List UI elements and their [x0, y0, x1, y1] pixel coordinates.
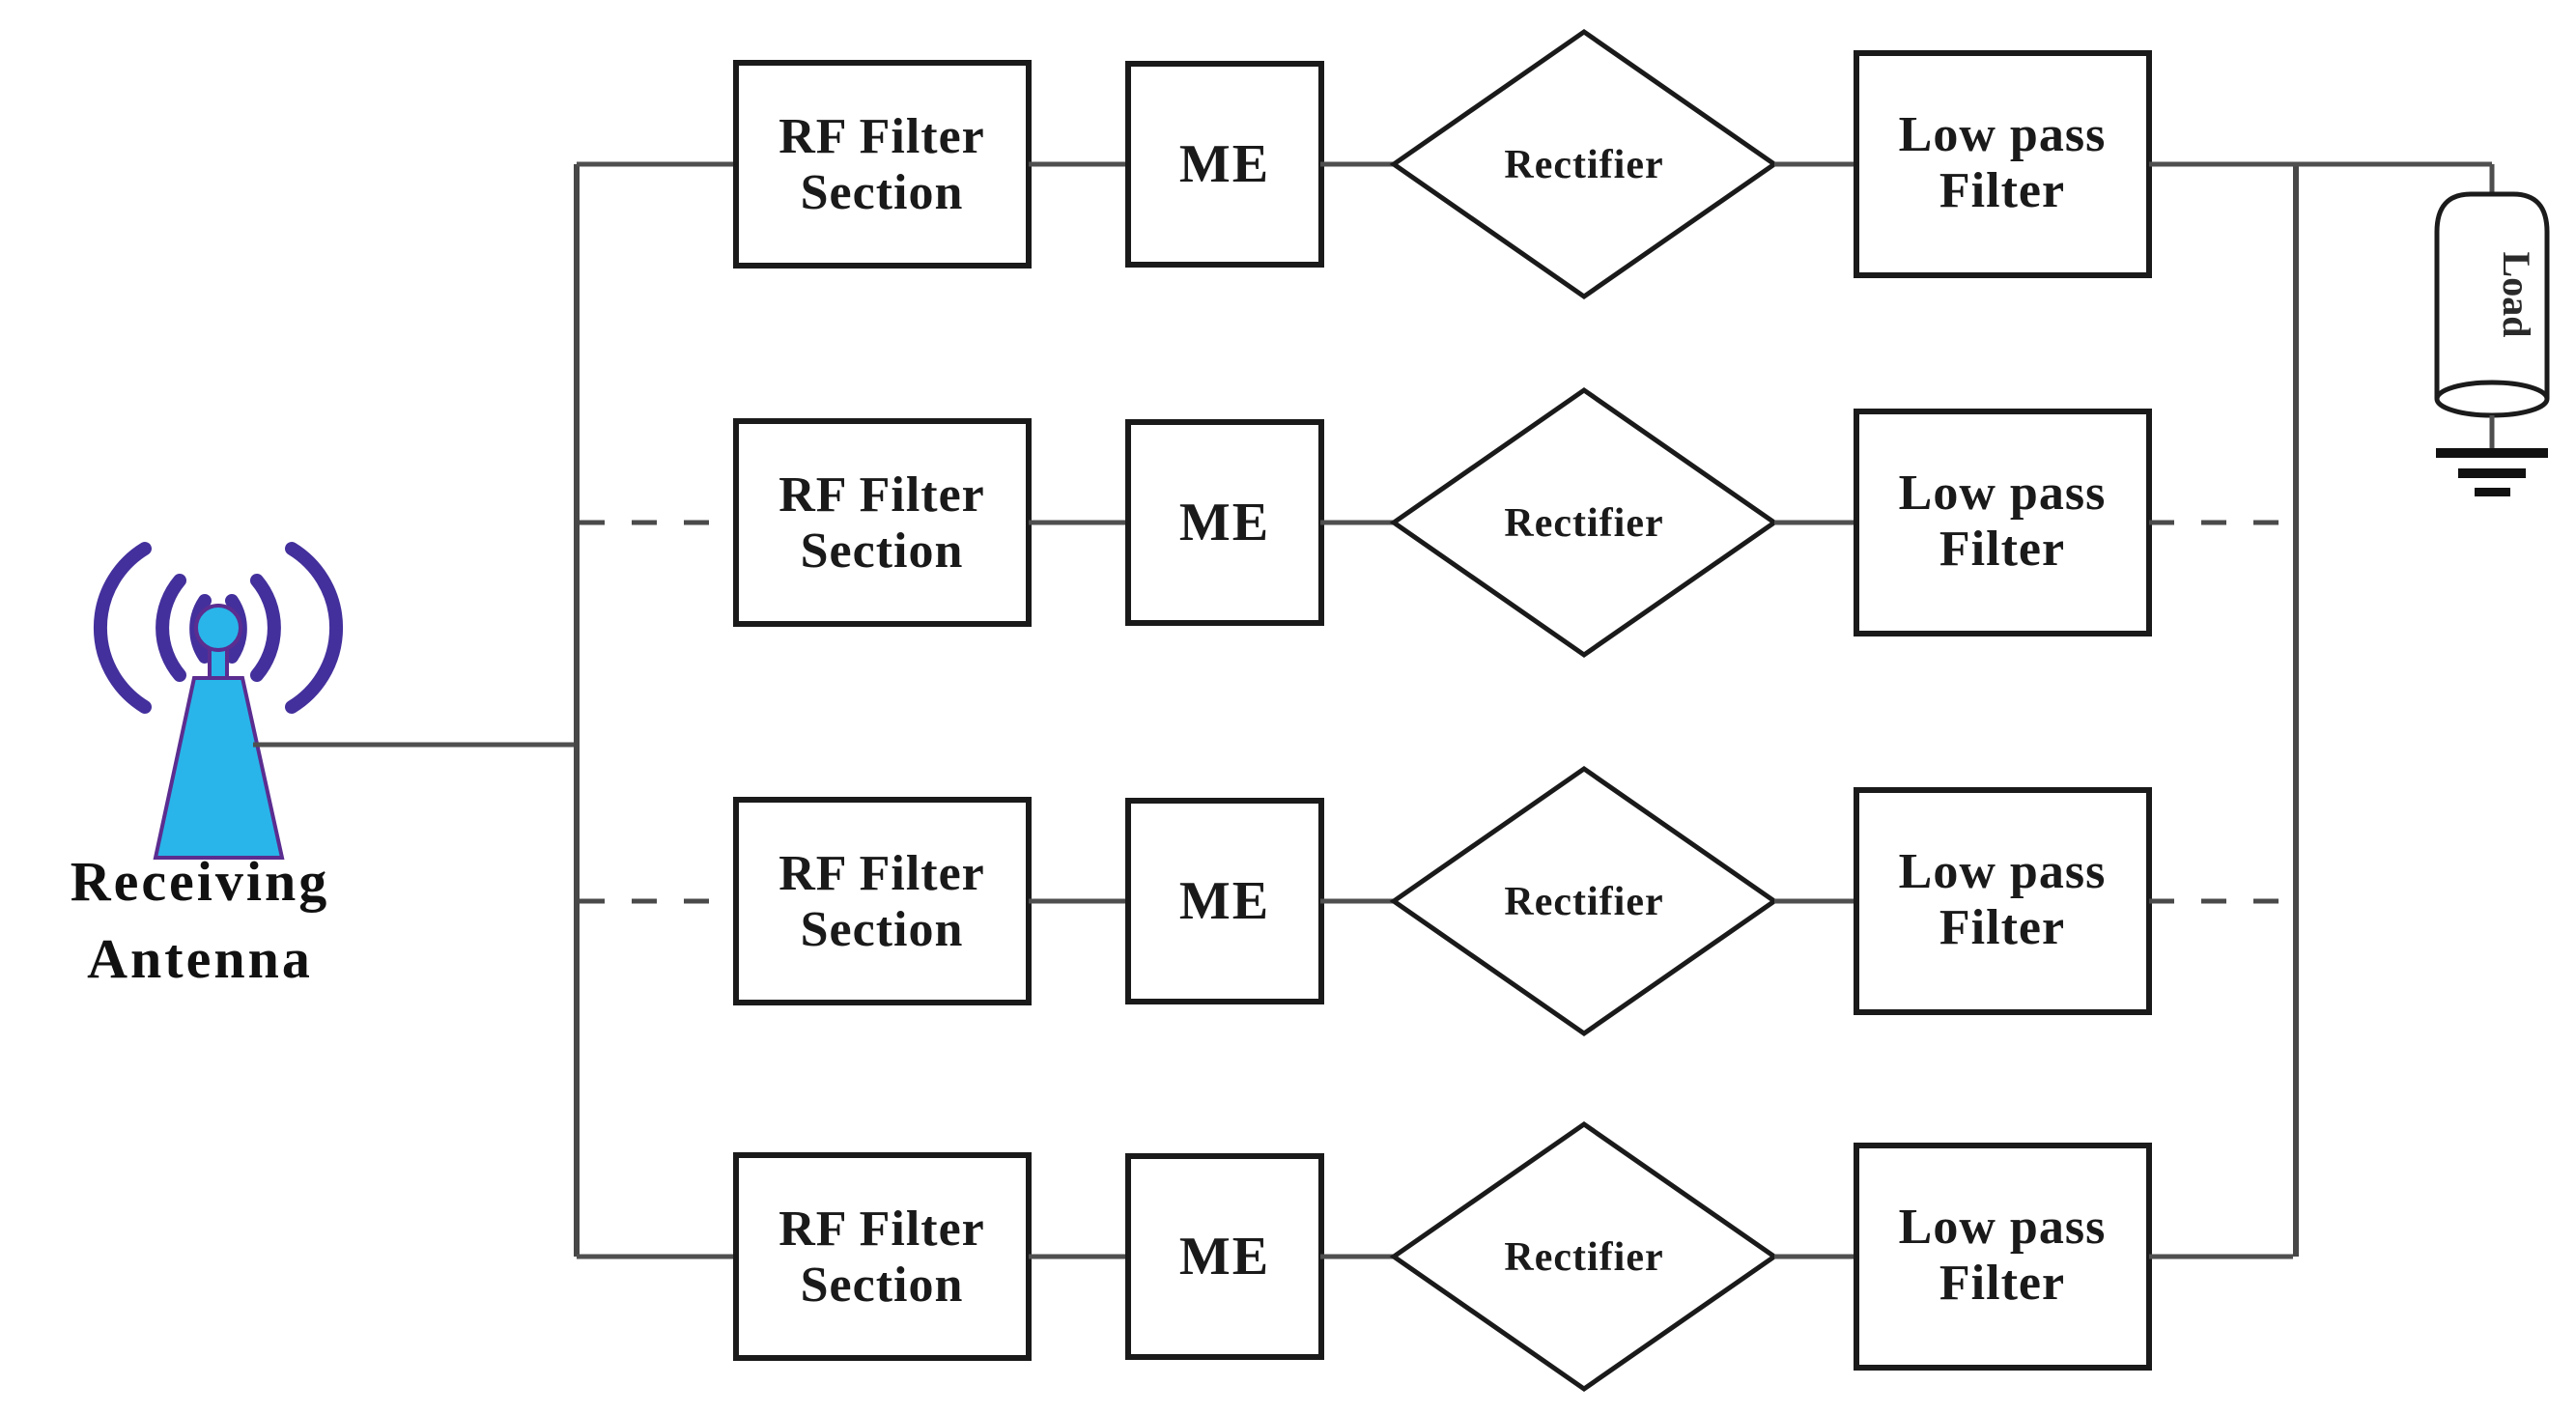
row-4-lowpass-box: [1854, 1143, 2152, 1371]
wave-arc-right-mid: [250, 574, 281, 682]
row-3-rf-filter-label-line2: Section: [801, 902, 964, 957]
row-3-me-box: [1125, 798, 1324, 1004]
wave-arc-left-outer: [94, 542, 152, 714]
antenna-label-line2: Antenna: [87, 927, 313, 990]
chain-row-3: RF Filter Section ME Rectifier Low pass …: [580, 765, 2293, 1037]
antenna-knob: [194, 604, 242, 652]
row-1-rectifier-label: Rectifier: [1504, 143, 1663, 187]
chain-row-4: RF Filter Section ME Rectifier Low pass …: [577, 1120, 2293, 1393]
row-1-rf-filter-label-line1: RF Filter: [778, 109, 985, 164]
row-4-rf-filter-box: [733, 1152, 1032, 1361]
row-4-me-box: [1125, 1153, 1324, 1360]
row-3-lowpass-box: [1854, 787, 2152, 1015]
load-branch: Load: [2434, 164, 2550, 496]
antenna-tower: [153, 676, 285, 860]
row-1-lowpass-label-line2: Filter: [1939, 163, 2065, 218]
row-3-rectifier-label: Rectifier: [1504, 880, 1663, 924]
antenna-label-line1: Receiving: [71, 850, 330, 913]
wave-arc-left-mid: [156, 574, 186, 682]
row-3-lowpass-label-line2: Filter: [1939, 900, 2065, 955]
row-2-rf-filter-label-line1: RF Filter: [778, 467, 985, 523]
row-4-rf-filter-label-line1: RF Filter: [778, 1202, 985, 1257]
row-1-lowpass-box: [1854, 50, 2152, 278]
row-3-rf-filter-box: [733, 797, 1032, 1005]
row-1-rf-filter-label-line2: Section: [801, 165, 964, 220]
ground-icon: [2436, 448, 2548, 496]
chain-row-2: RF Filter Section ME Rectifier Low pass …: [580, 386, 2293, 659]
row-1-rf-filter-box: [733, 60, 1032, 269]
row-2-me-label: ME: [1179, 493, 1270, 552]
row-2-rf-filter-label-line2: Section: [801, 523, 964, 579]
load-cylinder-bottom: [2434, 380, 2550, 418]
row-1-me-label: ME: [1179, 134, 1270, 194]
row-2-rf-filter-box: [733, 418, 1032, 627]
row-3-me-label: ME: [1179, 871, 1270, 931]
row-3-rf-filter-label-line1: RF Filter: [778, 846, 985, 901]
load-cylinder: [2434, 191, 2550, 399]
row-2-rectifier-label: Rectifier: [1504, 501, 1663, 546]
row-3-lowpass-label-line1: Low pass: [1899, 844, 2107, 899]
row-4-lowpass-label-line2: Filter: [1939, 1256, 2065, 1311]
row-4-rectifier-label: Rectifier: [1504, 1235, 1663, 1280]
row-4-me-label: ME: [1179, 1227, 1270, 1287]
row-1-lowpass-label-line1: Low pass: [1899, 107, 2107, 162]
row-4-lowpass-label-line1: Low pass: [1899, 1200, 2107, 1255]
receiving-antenna-icon: [94, 542, 343, 860]
row-4-rf-filter-label-line2: Section: [801, 1258, 964, 1313]
load-label: Load: [2495, 252, 2538, 338]
wave-arc-right-outer: [285, 542, 343, 714]
row-2-lowpass-label-line2: Filter: [1939, 522, 2065, 577]
chain-row-1: RF Filter Section ME Rectifier Low pass …: [577, 28, 2492, 300]
row-2-lowpass-label-line1: Low pass: [1899, 466, 2107, 521]
